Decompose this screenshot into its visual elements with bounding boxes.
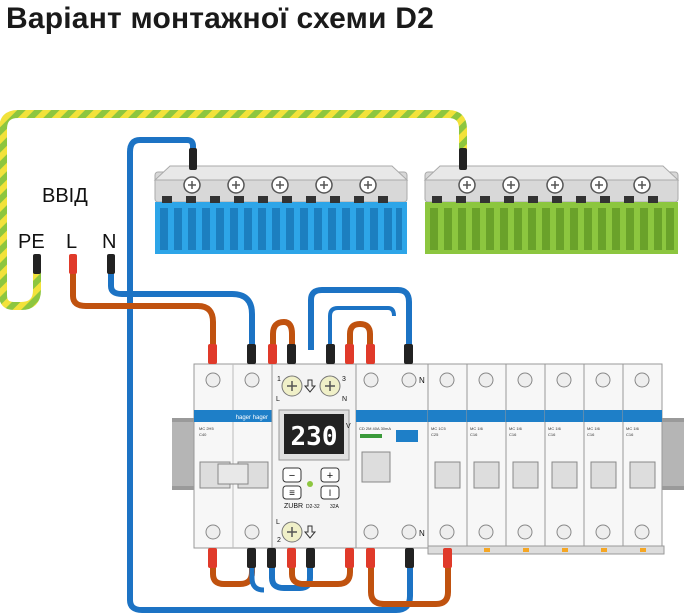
breaker-6-label-line1: MC 1I6 xyxy=(626,426,640,431)
voltage-relay: 230 V 1 3 L N − + ≡ I ZUBR D2-32 32A xyxy=(271,363,357,549)
breaker-2: MC 1I6 C16 xyxy=(466,363,507,549)
breaker-4: MC 1I6 C16 xyxy=(544,363,585,549)
bottom-live-jumper-2 xyxy=(289,560,353,587)
status-led xyxy=(307,481,313,487)
svg-text:−: − xyxy=(289,470,295,482)
relay-l-jumper-rcd xyxy=(347,320,373,350)
svg-text:hager hager: hager hager xyxy=(236,415,268,421)
breaker-4-label-line1: MC 1I6 xyxy=(548,426,562,431)
bottom-neutral-jumper xyxy=(249,560,265,593)
breaker-3-label-line2: C16 xyxy=(509,432,517,437)
input-label: ВВІД xyxy=(42,185,88,207)
breaker-4-label-line2: C16 xyxy=(548,432,556,437)
breaker-1-label-line1: MC 1C5 xyxy=(431,426,446,431)
relay-n-jumper-inner xyxy=(328,306,396,350)
breaker-5-label-line2: C16 xyxy=(587,432,595,437)
input-terminal-ends xyxy=(33,254,115,274)
page-title: Варіант монтажної схеми D2 xyxy=(6,2,434,35)
n-label: N xyxy=(102,231,116,253)
device-screws xyxy=(205,372,650,540)
plus-button[interactable]: + xyxy=(320,467,340,483)
relay-brand: ZUBR xyxy=(284,503,303,510)
neutral-loop-wire xyxy=(127,137,413,613)
rcd-label: CD 2M 40A 30mA xyxy=(359,426,391,431)
terminal-n-top-label: N xyxy=(342,396,347,403)
terminal-1-label: 1 xyxy=(277,376,281,383)
breaker-2-label-line1: MC 1I6 xyxy=(470,426,484,431)
bottom-rcd-live-out xyxy=(368,560,451,607)
relay-n-jumper-top xyxy=(308,287,412,350)
bottom-live-jumper-1 xyxy=(210,560,255,587)
svg-text:+: + xyxy=(327,470,333,482)
breaker-6-label-line2: C16 xyxy=(626,432,634,437)
neutral-input-wire xyxy=(108,266,255,348)
relay-model: D2-32 xyxy=(306,504,320,510)
svg-text:≡: ≡ xyxy=(289,488,295,499)
terminal-l-top-label: L xyxy=(276,396,280,403)
rcd-n-top-label: N xyxy=(419,376,425,385)
minus-button[interactable]: − xyxy=(282,467,302,483)
breaker-3: MC 1I6 C16 xyxy=(505,363,546,549)
relay-l-jumper-top xyxy=(270,318,295,350)
main-breaker-label-line1: MC 2H5 xyxy=(199,426,214,431)
main-breaker: hager hager MC 2H5 C40 xyxy=(193,363,273,549)
relay-current: 32A xyxy=(330,504,340,510)
wire-ferrules xyxy=(189,148,467,568)
terminal-l-bottom-label: L xyxy=(276,519,280,526)
breaker-3-label-line1: MC 1I6 xyxy=(509,426,523,431)
comb-busbar xyxy=(427,545,665,555)
live-input-wire xyxy=(70,266,216,348)
group-breakers: MC 1C5 C25 MC 1I6 C16 MC 1I6 C16 MC 1I6 … xyxy=(427,363,663,549)
breaker-2-label-line2: C16 xyxy=(470,432,478,437)
wire-ferrules-red xyxy=(208,344,452,568)
pe-bus-bar xyxy=(423,165,680,254)
l-label: L xyxy=(66,231,77,253)
rcd-device: CD 2M 40A 30mA N N xyxy=(355,363,429,549)
breaker-1: MC 1C5 C25 xyxy=(427,363,468,549)
voltage-display: 230 xyxy=(291,422,338,452)
terminal-2-label: 2 xyxy=(277,537,281,544)
pe-label: PE xyxy=(18,231,45,253)
main-breaker-label-line2: C40 xyxy=(199,432,207,437)
terminal-3-label: 3 xyxy=(342,376,346,383)
breaker-5-label-line1: MC 1I6 xyxy=(587,426,601,431)
power-button[interactable]: I xyxy=(320,485,340,500)
breaker-5: MC 1I6 C16 xyxy=(583,363,624,549)
voltage-unit: V xyxy=(346,423,351,430)
breaker-1-label-line2: C25 xyxy=(431,432,439,437)
menu-button[interactable]: ≡ xyxy=(282,485,302,500)
rcd-n-bottom-label: N xyxy=(419,529,425,538)
svg-text:I: I xyxy=(329,488,332,498)
breaker-6: MC 1I6 C16 xyxy=(622,363,663,549)
pe-wire xyxy=(0,110,467,310)
neutral-bus-bar xyxy=(153,165,409,254)
